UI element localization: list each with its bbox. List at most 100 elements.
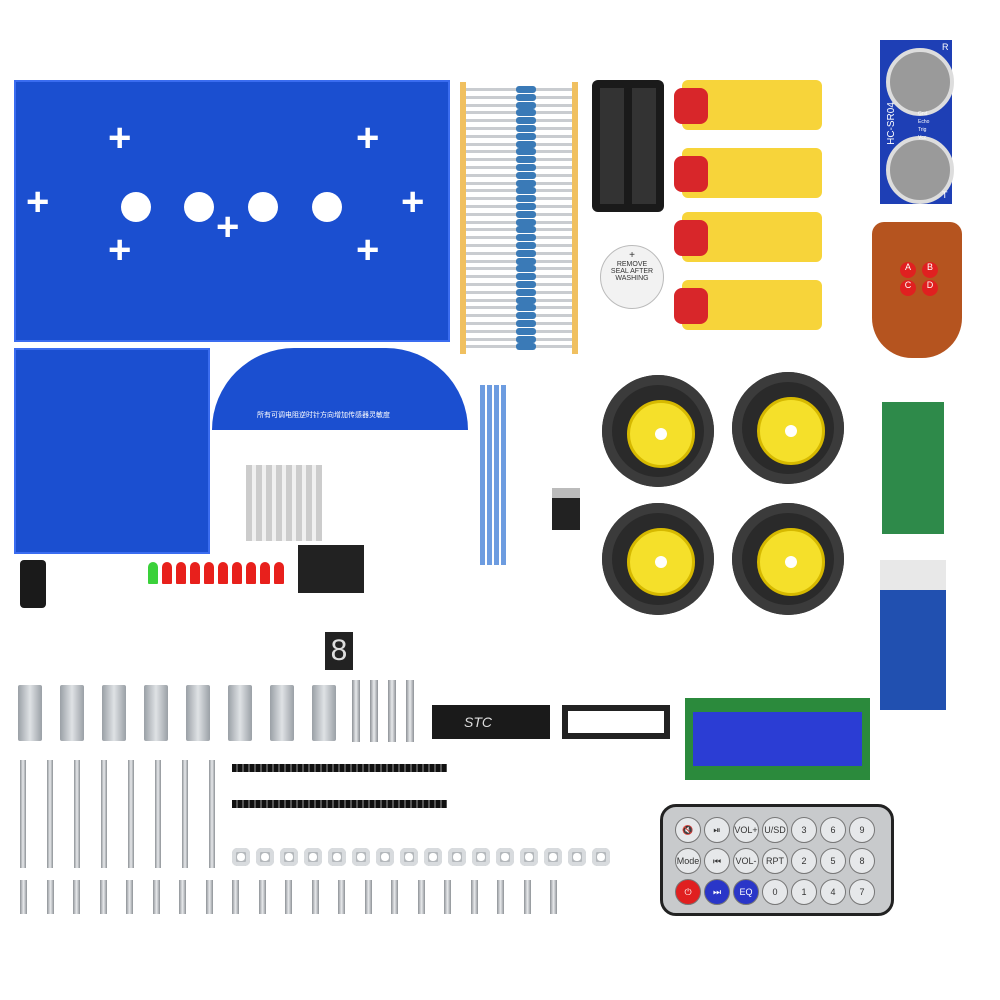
resistor (466, 304, 572, 312)
ir-remote-button[interactable]: Mode (675, 848, 701, 874)
resistor (466, 242, 572, 249)
resistor (466, 203, 572, 210)
short-screw (20, 880, 27, 914)
long-screw (74, 760, 80, 868)
hex-nut (568, 848, 586, 866)
led (260, 562, 270, 584)
ir-remote-button[interactable]: VOL- (733, 848, 759, 874)
ir-remote-button[interactable]: 6 (820, 817, 846, 843)
resistor (466, 343, 572, 351)
heatsink (246, 465, 322, 541)
long-screw (155, 760, 161, 868)
resistor (466, 171, 572, 179)
led (162, 562, 172, 584)
resistor (466, 296, 572, 304)
resistor (466, 86, 572, 93)
gear-motor (674, 280, 822, 330)
ir-remote-button[interactable]: 2 (791, 848, 817, 874)
resistor (466, 148, 572, 156)
ir-remote-button[interactable]: RPT (762, 848, 788, 874)
long-screw (209, 760, 215, 868)
led (190, 562, 200, 584)
ir-remote-button[interactable]: 🔇 (675, 817, 701, 843)
led (218, 562, 228, 584)
resistor (466, 93, 572, 101)
standoff (370, 680, 378, 742)
ir-remote-button[interactable]: 3 (791, 817, 817, 843)
led (148, 562, 158, 584)
long-screw (182, 760, 188, 868)
ir-remote-button[interactable]: 4 (820, 879, 846, 905)
ir-remote-button[interactable]: 5 (820, 848, 846, 874)
ir-remote-button[interactable]: VOL+ (733, 817, 759, 843)
resistor (466, 187, 572, 195)
short-screw (46, 880, 54, 914)
capacitor (20, 560, 46, 608)
hex-nut (352, 848, 370, 866)
short-screw (391, 880, 398, 914)
long-screw (47, 760, 53, 868)
standoff (352, 680, 360, 742)
seven-segment-display: 8 (325, 632, 353, 670)
ir-remote-button[interactable]: 9 (849, 817, 875, 843)
metal-bracket (18, 685, 42, 741)
short-screw (338, 880, 345, 914)
resistor (466, 195, 572, 203)
ir-remote-button[interactable]: ⏯ (704, 817, 730, 843)
ir-remote-button[interactable]: 8 (849, 848, 875, 874)
pin-header (232, 800, 447, 808)
sensor-pcb: 所有可调电阻逆时针方向增加传感器灵敏度 (212, 348, 468, 430)
hex-nut (232, 848, 250, 866)
resistor-strip (460, 82, 578, 354)
resistor (466, 109, 572, 117)
metal-bracket (270, 685, 294, 741)
rf-receiver-module (882, 402, 944, 534)
ir-remote-button[interactable]: ⏻ (675, 879, 701, 905)
short-screw (444, 880, 451, 914)
resistor (466, 288, 572, 296)
hex-nut (544, 848, 562, 866)
led (204, 562, 214, 584)
short-screw (550, 880, 557, 914)
ir-remote-button[interactable]: ⏮ (704, 848, 730, 874)
buzzer: + REMOVE SEAL AFTER WASHING (600, 245, 664, 309)
short-screw (258, 880, 266, 914)
metal-bracket (144, 685, 168, 741)
short-screw (232, 880, 239, 914)
resistor (466, 117, 572, 125)
hex-nut (400, 848, 418, 866)
resistor (466, 234, 572, 242)
resistor (466, 164, 572, 171)
ir-remote-button[interactable]: 1 (791, 879, 817, 905)
hex-nut (376, 848, 394, 866)
hex-nut (520, 848, 538, 866)
resistor (466, 281, 572, 288)
ir-remote-button[interactable]: ⏭ (704, 879, 730, 905)
long-screw (101, 760, 107, 868)
ir-remote-button[interactable]: 7 (849, 879, 875, 905)
ir-remote-button[interactable]: EQ (733, 879, 759, 905)
standoff (406, 680, 414, 742)
resistor (466, 125, 572, 132)
resistor (466, 156, 572, 164)
main-control-pcb (14, 348, 210, 554)
short-screw (523, 880, 531, 914)
short-screw (470, 880, 478, 914)
ic-socket (562, 705, 670, 739)
resistor (466, 265, 572, 273)
lcd-display (685, 698, 870, 780)
ir-remote-button[interactable]: 0 (762, 879, 788, 905)
ir-remote-button[interactable]: U/SD (762, 817, 788, 843)
short-screw (364, 880, 372, 914)
short-screw (99, 880, 107, 914)
hex-nut (328, 848, 346, 866)
resistor (466, 335, 572, 343)
hex-nut (424, 848, 442, 866)
short-screw (126, 880, 133, 914)
led (274, 562, 284, 584)
hex-nut (304, 848, 322, 866)
led (232, 562, 242, 584)
metal-bracket (186, 685, 210, 741)
short-screw (205, 880, 213, 914)
